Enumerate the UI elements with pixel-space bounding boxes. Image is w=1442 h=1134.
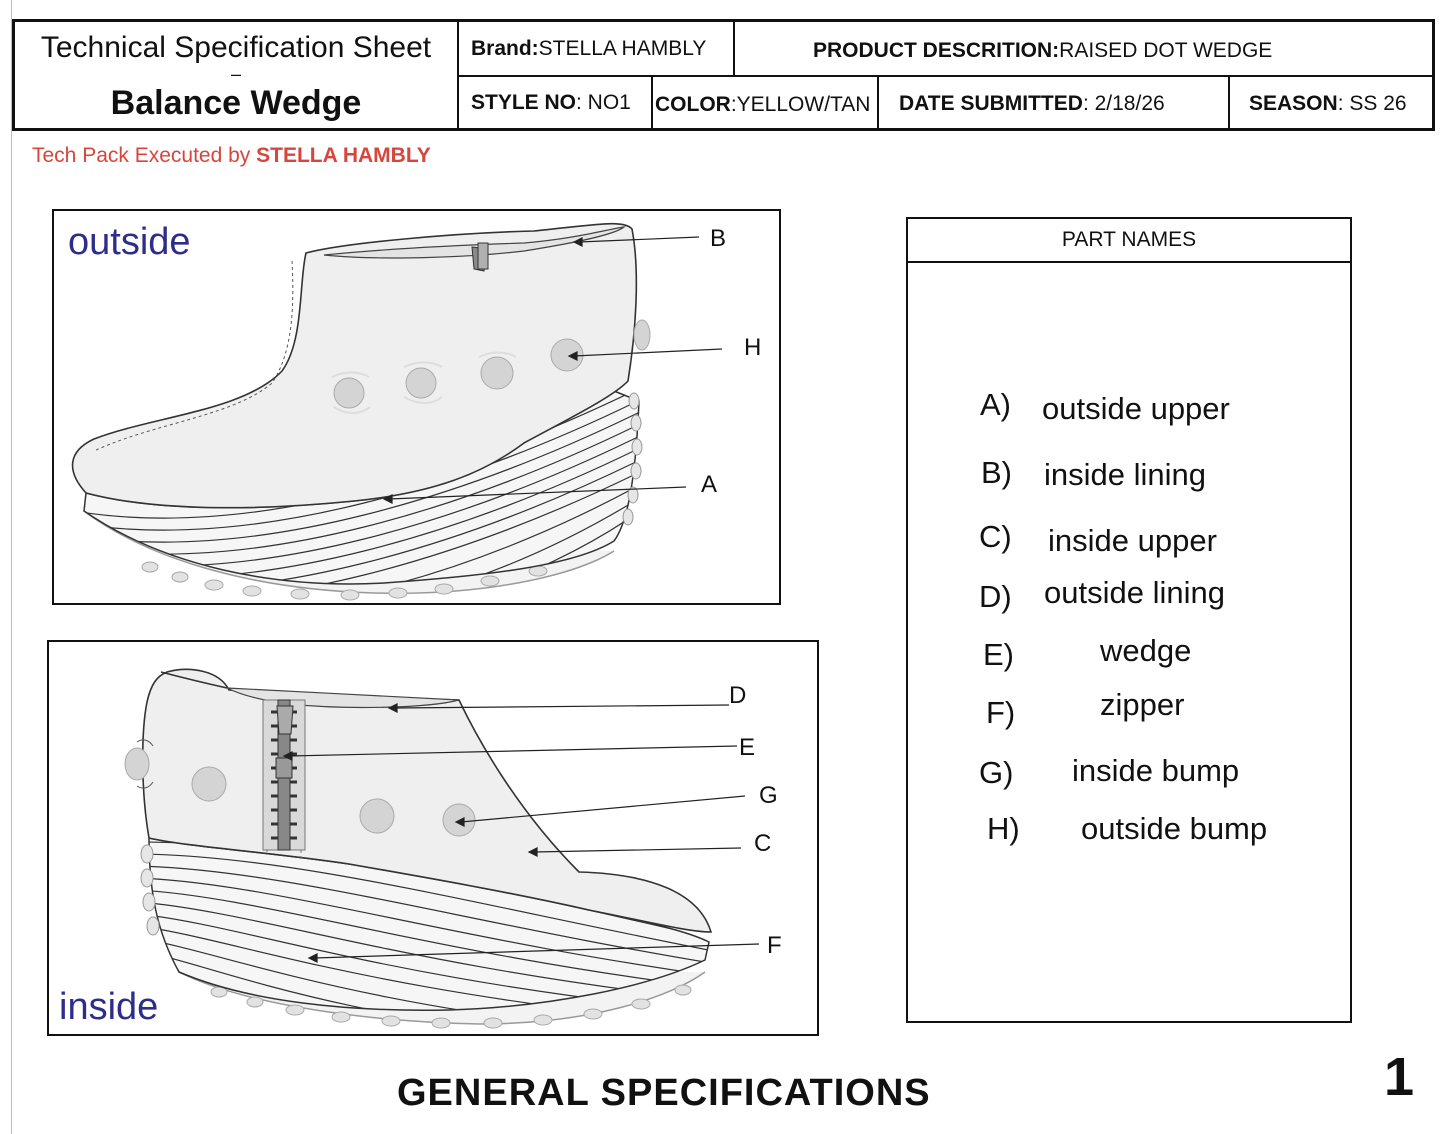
part-name: outside bump [1081,811,1268,846]
brand-field: Brand: STELLA HAMBLY [471,36,707,60]
inside-view-panel: inside D E G C F [47,640,819,1036]
season-field: SEASON: SS 26 [1249,91,1407,115]
spec-header-table: Technical Specification Sheet – Balance … [12,19,1435,131]
part-letter: C) [979,519,1012,554]
credit-name: STELLA HAMBLY [256,144,431,167]
part-name: outside lining [1044,575,1225,610]
title-dash: – [230,64,241,84]
callout-d: D [729,682,747,709]
part-letter: E) [983,637,1014,672]
sheet-title: Technical Specification Sheet [40,31,432,64]
page-number: 1 [1384,1047,1415,1107]
inside-view-label: inside [59,986,159,1028]
color-field: COLOR:YELLOW/TAN [655,92,871,116]
part-letter: D) [979,579,1012,614]
callout-f: F [767,932,782,959]
callout-c: C [754,830,772,857]
outside-view-panel: outside B H A [52,209,781,605]
part-name: wedge [1100,633,1192,668]
date-submitted-value: : 2/18/26 [1082,91,1165,115]
part-names-heading: PART NAMES [908,219,1350,263]
part-name: zipper [1100,687,1185,722]
tech-pack-credit: Tech Pack Executed by STELLA HAMBLY [32,144,431,167]
part-letter: G) [979,755,1014,790]
product-name: Balance Wedge [110,83,362,122]
season-value: : SS 26 [1337,91,1407,115]
part-letter: B) [981,455,1012,490]
part-letter: H) [987,811,1020,846]
callout-e: E [739,734,756,761]
page-border [11,0,1442,1134]
style-number-field: STYLE NO: NO1 [471,90,631,114]
product-description-field: PRODUCT DESCRITION: RAISED DOT WEDGE [813,38,1273,62]
brand-value: STELLA HAMBLY [538,36,707,60]
part-name: inside lining [1044,457,1206,492]
callout-b: B [710,225,727,252]
part-name: inside bump [1072,753,1240,788]
color-value: :YELLOW/TAN [730,92,871,116]
section-title: GENERAL SPECIFICATIONS [397,1072,931,1114]
part-letter: F) [986,695,1016,730]
part-names-box: PART NAMES A) outside upper B) inside li… [906,217,1352,1023]
part-letter: A) [980,387,1011,422]
callout-a: A [701,471,718,498]
inside-shoe-drawing [124,668,760,1029]
callout-g: G [759,782,778,809]
outside-shoe-drawing [71,222,723,601]
callout-h: H [744,334,762,361]
style-number-value: : NO1 [576,90,631,114]
product-description-value: RAISED DOT WEDGE [1059,38,1273,62]
part-name: inside upper [1048,523,1217,558]
part-name: outside upper [1042,391,1230,426]
outside-view-label: outside [68,221,191,263]
date-submitted-field: DATE SUBMITTED: 2/18/26 [899,91,1165,115]
